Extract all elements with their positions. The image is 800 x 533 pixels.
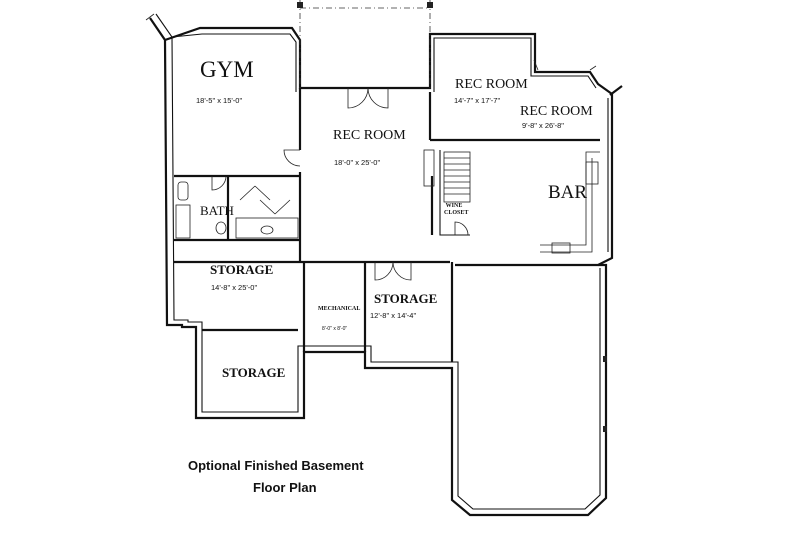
storage-left-dims: 14'-8" x 25'-0"	[211, 283, 258, 292]
caption-title: Optional Finished Basement	[188, 458, 364, 473]
wine-closet-label: WINE CLOSET	[444, 203, 469, 216]
storage-center-dims: 12'-8" x 14'-4"	[370, 311, 417, 320]
rec-room-right-label: REC ROOM	[520, 104, 593, 119]
caption-subtitle: Floor Plan	[253, 480, 317, 495]
doors	[211, 87, 469, 281]
rec-room-right-dims: 9'-8" x 26'-8"	[522, 121, 564, 130]
mechanical-label: MECHANICAL	[318, 306, 361, 312]
rec-room-upper-label: REC ROOM	[455, 77, 528, 92]
interior-walls	[174, 88, 600, 362]
bar-label: BAR	[548, 182, 588, 203]
rec-room-upper-dims: 14'-7" x 17'-7"	[454, 96, 501, 105]
rec-room-center-label: REC ROOM	[333, 128, 406, 143]
gym-dims: 18'-5" x 15'-0"	[196, 96, 243, 105]
garage-marks	[603, 356, 607, 432]
stairs	[423, 149, 471, 203]
storage-lower-label: STORAGE	[222, 365, 286, 380]
bar-counter	[540, 151, 600, 254]
rec-room-center-dims: 18'-0" x 25'-0"	[334, 158, 381, 167]
mechanical-dims: 8'-0" x 8'-0"	[322, 326, 348, 332]
storage-left-label: STORAGE	[210, 262, 274, 277]
wall-ticks	[145, 13, 597, 71]
gym-label: GYM	[200, 57, 254, 82]
storage-center-label: STORAGE	[374, 291, 438, 306]
dashed-bumpout	[297, 0, 433, 88]
bath-label: BATH	[200, 203, 234, 218]
bath-fixtures	[175, 181, 299, 239]
